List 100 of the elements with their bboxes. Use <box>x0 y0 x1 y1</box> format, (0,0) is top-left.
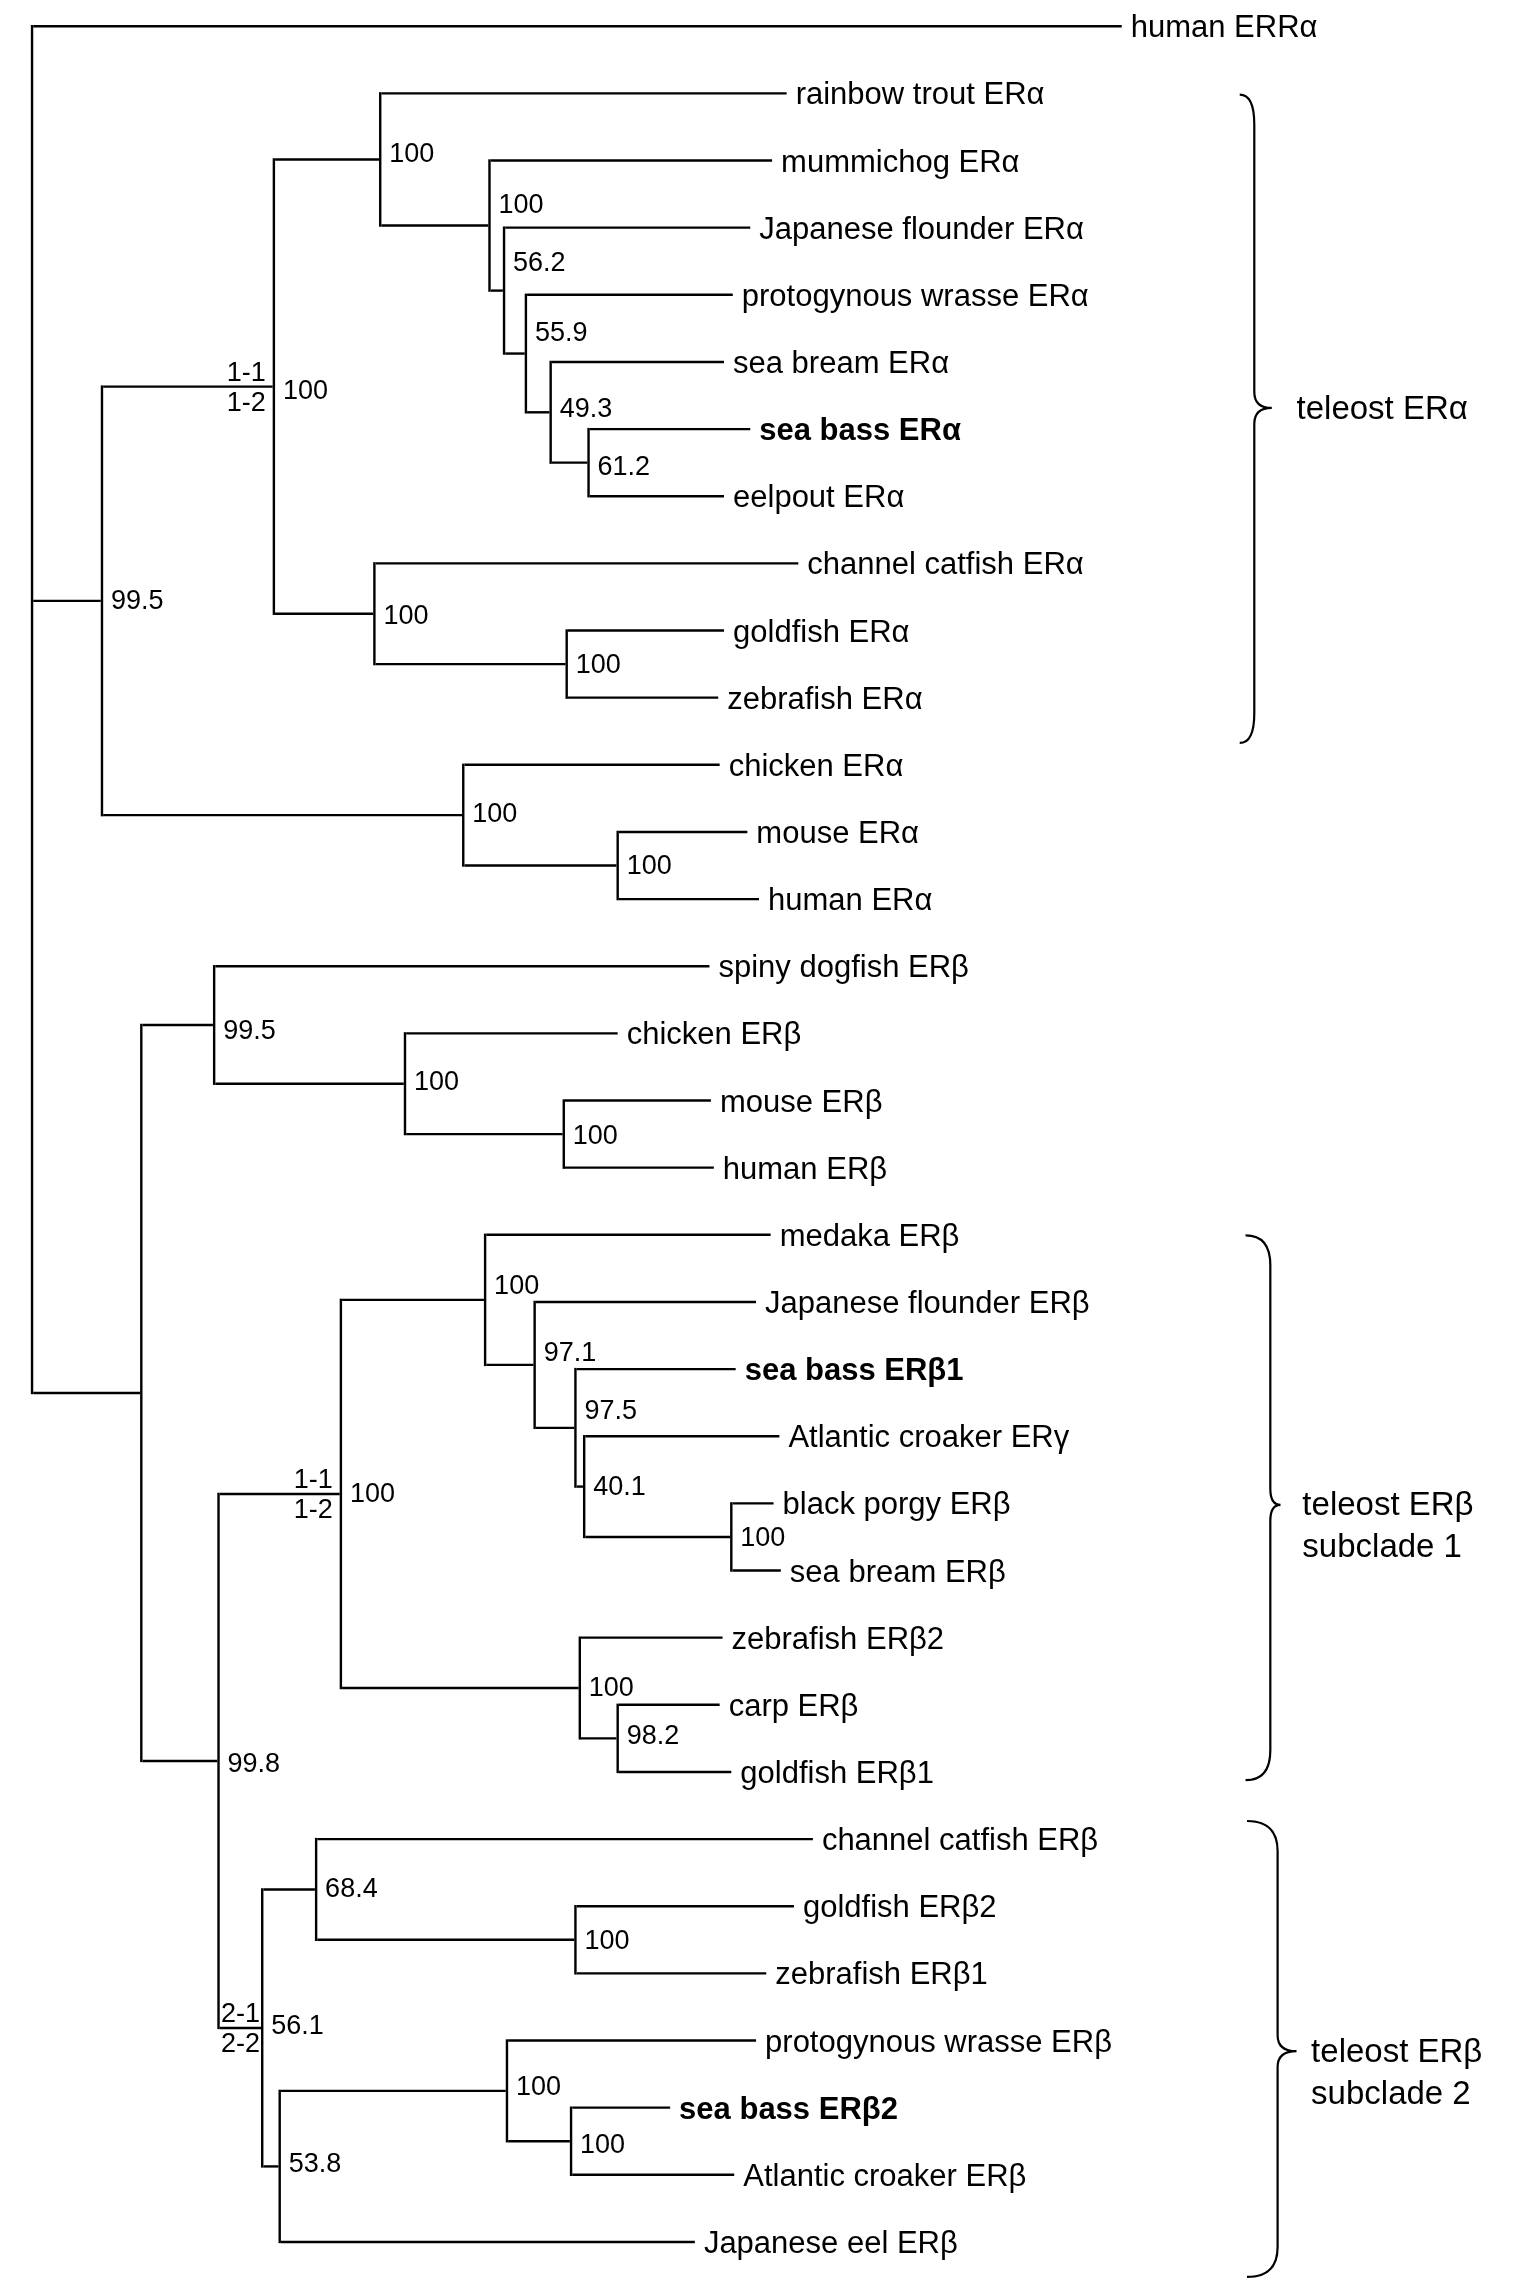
clade-node-line <box>140 1023 143 1763</box>
bootstrap-value: 55.9 <box>534 319 588 347</box>
branch-line <box>142 1023 213 1027</box>
branch-line <box>280 2240 695 2244</box>
branch-line <box>215 1082 404 1085</box>
branch-line <box>618 1770 732 1774</box>
taxon-label: zebrafish ERα <box>718 680 923 717</box>
clade-label: teleost ERα <box>1296 387 1468 428</box>
clade-node-line <box>488 159 491 292</box>
bootstrap-value: 100 <box>626 852 672 880</box>
taxon-label: mouse ERα <box>747 814 919 851</box>
taxon-label: mouse ERβ <box>710 1083 883 1120</box>
bootstrap-value: 100 <box>580 2131 626 2159</box>
branch-line <box>527 293 733 296</box>
taxon-label: Japanese flounder ERβ <box>756 1284 1090 1321</box>
bootstrap-value: 53.8 <box>288 2150 342 2178</box>
branch-line <box>215 965 710 968</box>
branch-line <box>275 158 379 161</box>
branch-line <box>381 92 787 95</box>
branch-line <box>219 1492 340 1496</box>
branch-line <box>464 864 617 867</box>
branch-line <box>589 427 751 431</box>
taxon-label: goldfish ERβ2 <box>793 1889 997 1926</box>
branch-line <box>551 360 724 364</box>
branch-line <box>486 1233 771 1236</box>
bootstrap-value: 100 <box>588 1673 634 1701</box>
clade-node-line <box>549 360 552 464</box>
branch-line <box>263 2165 279 2168</box>
clade-node-line <box>272 158 276 615</box>
branch-line <box>576 1367 736 1371</box>
taxon-label: channel catfish ERα <box>798 546 1084 583</box>
branch-line <box>406 1032 618 1035</box>
branch-line <box>490 159 773 162</box>
branch-line <box>505 226 751 229</box>
bootstrap-value: 100 <box>575 651 621 679</box>
branch-line <box>618 830 748 834</box>
branch-line <box>581 1737 617 1740</box>
taxon-label: sea bass ERβ1 <box>735 1352 964 1389</box>
taxon-label: human ERβ <box>713 1150 888 1187</box>
taxon-label: chicken ERβ <box>617 1016 802 1053</box>
taxon-label: rainbow trout ERα <box>786 76 1045 113</box>
clade-node-line <box>373 562 376 666</box>
bootstrap-value: 100 <box>740 1523 786 1551</box>
bootstrap-value: 100 <box>349 1480 395 1508</box>
branch-line <box>317 1938 575 1941</box>
taxon-label: sea bream ERβ <box>780 1553 1006 1590</box>
taxon-label: goldfish ERα <box>724 613 910 650</box>
taxon-label: medaka ERβ <box>770 1217 960 1254</box>
branch-line <box>732 1569 781 1572</box>
clade-label: teleost ERβ subclade 2 <box>1311 2030 1484 2113</box>
branch-line <box>565 1166 714 1169</box>
branch-line <box>342 1686 579 1690</box>
clade-node-line <box>403 1032 407 1136</box>
branch-line <box>33 599 101 603</box>
clade-node-line <box>533 1300 536 1430</box>
clade-node-line <box>462 763 465 867</box>
branch-line <box>103 813 463 817</box>
branch-line <box>375 562 799 565</box>
taxon-label: protogynous wrasse ERβ <box>756 2023 1112 2060</box>
taxon-label: carp ERβ <box>719 1687 859 1724</box>
clade-node-line <box>562 1099 565 1169</box>
branch-line <box>375 662 566 666</box>
clade-node-line <box>217 1492 220 2030</box>
bootstrap-value: 100 <box>584 1927 630 1955</box>
branch-line <box>275 612 374 615</box>
clade-node-line <box>278 2089 281 2244</box>
clade-node-line <box>616 1703 619 1774</box>
bootstrap-value: 40.1 <box>593 1472 646 1500</box>
bootstrap-value: 100 <box>498 190 544 218</box>
branch-line <box>406 1132 563 1136</box>
branch-line <box>263 1888 315 1891</box>
branch-line <box>576 1972 767 1975</box>
branch-line <box>342 1298 484 1302</box>
bootstrap-value: 100 <box>383 601 429 629</box>
branch-line <box>103 385 273 388</box>
taxon-label: Japanese eel ERβ <box>694 2224 958 2261</box>
branch-line <box>572 2173 735 2176</box>
branch-line <box>280 2089 506 2093</box>
clade-node-line <box>524 293 528 414</box>
bootstrap-value: 100 <box>472 799 518 827</box>
edge-label: 1-1 1-2 <box>292 1463 333 1524</box>
taxon-label: Atlantic croaker ERβ <box>734 2157 1027 2194</box>
branch-line <box>565 1099 711 1102</box>
clade-node-line <box>483 1233 487 1367</box>
taxon-label: sea bream ERα <box>724 344 950 381</box>
branch-line <box>567 629 724 632</box>
branch-line <box>219 2026 261 2030</box>
bootstrap-value: 99.8 <box>227 1749 281 1777</box>
branch-line <box>535 1300 757 1304</box>
taxon-label: zebrafish ERβ2 <box>722 1620 945 1657</box>
taxon-label: human ERα <box>759 882 933 919</box>
clade-node-line <box>261 1888 264 2168</box>
clade-node-line <box>565 629 568 699</box>
taxon-label: Atlantic croaker ERγ <box>779 1419 1070 1456</box>
branch-line <box>618 1703 720 1706</box>
taxon-label: sea bass ERα <box>750 412 961 449</box>
clade-node-line <box>212 965 216 1085</box>
bootstrap-value: 56.1 <box>271 2011 324 2039</box>
bootstrap-value: 98.2 <box>626 1722 680 1750</box>
branch-line <box>618 897 759 901</box>
